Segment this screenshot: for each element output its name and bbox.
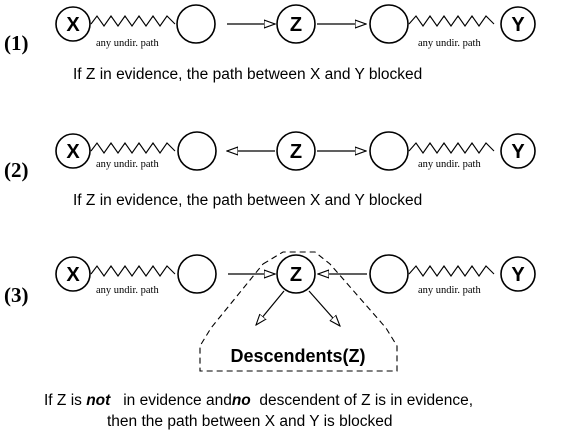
caption-row-3-line-1: If Z is not in evidence andno descendent…	[44, 392, 473, 409]
undirected-path-right-row-1	[408, 15, 495, 27]
undirected-path-left-row-3	[90, 265, 176, 277]
node-x-row-2-label: X	[66, 141, 80, 163]
intermediate-node-left-row-3	[177, 254, 217, 294]
node-y-row-1-label: Y	[511, 14, 525, 36]
path-label-left-row-3: any undir. path	[96, 285, 159, 296]
row-1-label: (1)	[4, 31, 29, 55]
caption-row-3-part-1: If Z is	[44, 392, 86, 409]
node-z-row-3	[276, 254, 316, 294]
caption-row-3-part-5: descendent of Z is in evidence,	[251, 392, 473, 409]
node-y-row-2	[500, 133, 536, 169]
node-z-row-1-label: Z	[290, 14, 302, 36]
node-z-row-2-label: Z	[290, 141, 302, 163]
node-y-row-3-label: Y	[511, 264, 525, 286]
node-x-row-3	[55, 256, 91, 292]
path-label-right-row-1: any undir. path	[418, 38, 481, 49]
node-x-row-2	[55, 133, 91, 169]
intermediate-node-left-row-1	[176, 4, 216, 44]
intermediate-node-right-row-2	[369, 131, 409, 171]
path-label-left-row-2: any undir. path	[96, 159, 159, 170]
node-z-row-3-label: Z	[290, 264, 302, 286]
edge-z-to-descendant-left	[256, 290, 285, 325]
intermediate-node-right-row-3	[369, 254, 409, 294]
undirected-path-right-row-2	[408, 142, 495, 154]
descendants-dashed-region	[199, 251, 398, 372]
path-label-right-row-2: any undir. path	[418, 159, 481, 170]
row-1: (1) X any undir. path Z any undir. path …	[4, 4, 536, 83]
caption-row-1: If Z in evidence, the path between X and…	[73, 66, 422, 83]
undirected-path-left-row-2	[90, 142, 176, 154]
intermediate-node-left-row-2	[177, 131, 217, 171]
path-label-right-row-3: any undir. path	[418, 285, 481, 296]
node-x-row-3-label: X	[66, 264, 80, 286]
descendants-label: Descendents(Z)	[230, 346, 365, 366]
node-y-row-3	[500, 256, 536, 292]
caption-row-3-part-3: in evidence and	[110, 392, 232, 409]
caption-row-2: If Z in evidence, the path between X and…	[73, 192, 422, 209]
row-2: (2) X any undir. path Z any undir. path …	[4, 131, 536, 209]
caption-row-3-no: no	[232, 392, 251, 409]
edge-z-to-descendant-right	[308, 290, 340, 326]
row-3-label: (3)	[4, 283, 29, 307]
undirected-path-right-row-3	[408, 265, 495, 277]
undirected-path-left-row-1	[90, 15, 176, 27]
caption-row-3-line-2: then the path between X and Y is blocked	[107, 413, 393, 430]
node-x-row-1-label: X	[66, 14, 80, 36]
caption-row-3-not: not	[86, 392, 111, 409]
intermediate-node-right-row-1	[369, 4, 409, 44]
node-z-row-2	[276, 131, 316, 171]
row-2-label: (2)	[4, 158, 29, 182]
node-z-row-1	[276, 4, 316, 44]
path-label-left-row-1: any undir. path	[96, 38, 159, 49]
node-x-row-1	[55, 6, 91, 42]
node-y-row-1	[500, 6, 536, 42]
row-3: (3) X any undir. path Z any undir. path …	[4, 251, 536, 430]
node-y-row-2-label: Y	[511, 141, 525, 163]
